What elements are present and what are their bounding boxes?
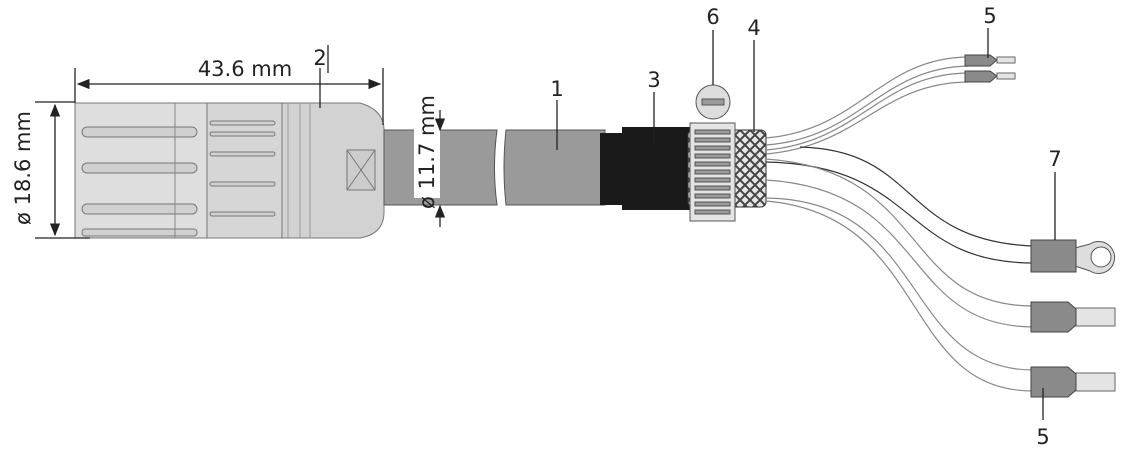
callout-4: 4 — [747, 16, 761, 132]
svg-text:5: 5 — [1036, 425, 1049, 449]
ferrule-top-1 — [964, 54, 1016, 67]
dimension-cable-diameter: ø 11.7 mm — [414, 95, 446, 227]
ferrule-mid — [1030, 301, 1116, 333]
clamp — [689, 84, 736, 222]
svg-text:7: 7 — [1048, 147, 1061, 171]
callout-3: 3 — [647, 68, 661, 143]
cable-diameter-label: ø 11.7 mm — [415, 95, 439, 209]
dimension-length: 43.6 mm — [74, 57, 384, 125]
callout-6: 6 — [706, 5, 720, 85]
cable — [383, 129, 606, 206]
callout-5-bottom: 5 — [1036, 388, 1050, 449]
connector-diameter-label: ø 18.6 mm — [11, 111, 35, 225]
length-label: 43.6 mm — [198, 57, 292, 81]
callout-7: 7 — [1048, 147, 1062, 240]
ferrule-bottom — [1030, 366, 1116, 398]
svg-text:1: 1 — [550, 77, 563, 101]
svg-text:3: 3 — [647, 68, 660, 92]
ring-terminal — [1030, 239, 1116, 274]
callout-1: 1 — [550, 77, 564, 150]
wires — [765, 56, 1033, 392]
svg-text:4: 4 — [747, 16, 760, 40]
callout-2: 2 — [313, 45, 329, 108]
connector — [74, 102, 385, 239]
svg-text:6: 6 — [706, 5, 719, 29]
shrink-sleeve — [600, 127, 690, 210]
ferrule-top-2 — [964, 70, 1016, 83]
callout-5-top: 5 — [983, 4, 997, 58]
svg-text:2: 2 — [313, 46, 326, 70]
svg-text:5: 5 — [983, 4, 996, 28]
dimension-connector-diameter: ø 18.6 mm — [11, 101, 90, 239]
